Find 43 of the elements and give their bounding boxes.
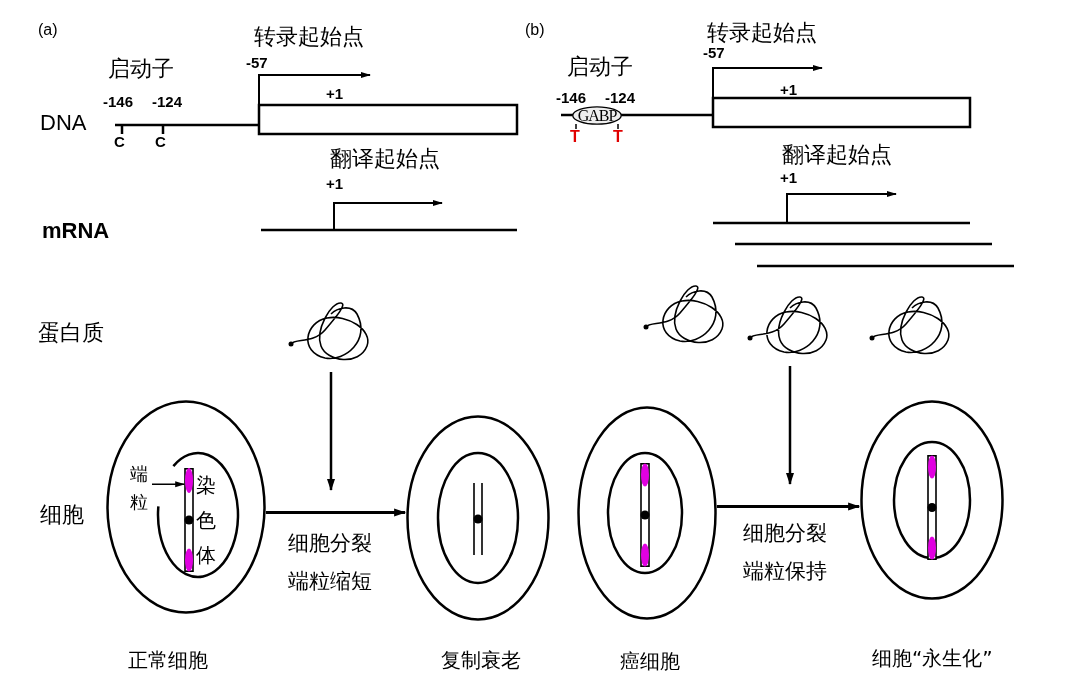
position-number: -124 (605, 90, 636, 105)
telomere (185, 468, 193, 493)
region-label: 启动子 (567, 56, 633, 78)
cell-label: 复制衰老 (441, 650, 521, 670)
cell-label: 癌细胞 (620, 651, 680, 671)
cell (577, 406, 717, 620)
region-label: 翻译起始点 (782, 144, 892, 166)
row-label: mRNA (42, 220, 110, 242)
row-label: 蛋白质 (38, 322, 104, 344)
base-letter: C (155, 134, 166, 149)
telomere-label: 端粒 (130, 460, 152, 516)
row-label: DNA (40, 112, 87, 134)
position-number: -146 (556, 90, 587, 105)
cell (106, 400, 266, 614)
leader-line (151, 481, 186, 488)
base-letter: T (613, 129, 623, 145)
base-letter: T (570, 129, 580, 145)
arrow (265, 508, 407, 517)
cell-label: 细胞“永生化” (872, 648, 993, 668)
position-number: +1 (326, 86, 344, 101)
base-letter: C (114, 134, 125, 149)
position-number: -146 (103, 94, 134, 109)
panel-label: (b) (525, 22, 545, 38)
cell-label: 正常细胞 (128, 650, 208, 670)
region-label: 翻译起始点 (330, 148, 440, 170)
region-label: 转录起始点 (707, 22, 817, 44)
row-label: 细胞 (40, 504, 84, 526)
position-number: +1 (326, 176, 344, 191)
region-label: 启动子 (108, 58, 174, 80)
region-label: 转录起始点 (254, 26, 364, 48)
panel-label: (a) (38, 22, 58, 38)
protein-oval: GABP (572, 106, 622, 125)
cell (406, 415, 550, 621)
position-number: +1 (780, 82, 798, 97)
cell (860, 400, 1004, 600)
position-number: -57 (246, 55, 268, 70)
arrow (327, 372, 335, 491)
arrow (786, 366, 794, 485)
position-number: -57 (703, 45, 725, 60)
arrow (716, 502, 861, 511)
chromosome-label: 染色体 (196, 468, 220, 573)
position-number: +1 (780, 170, 798, 185)
position-number: -124 (152, 94, 183, 109)
